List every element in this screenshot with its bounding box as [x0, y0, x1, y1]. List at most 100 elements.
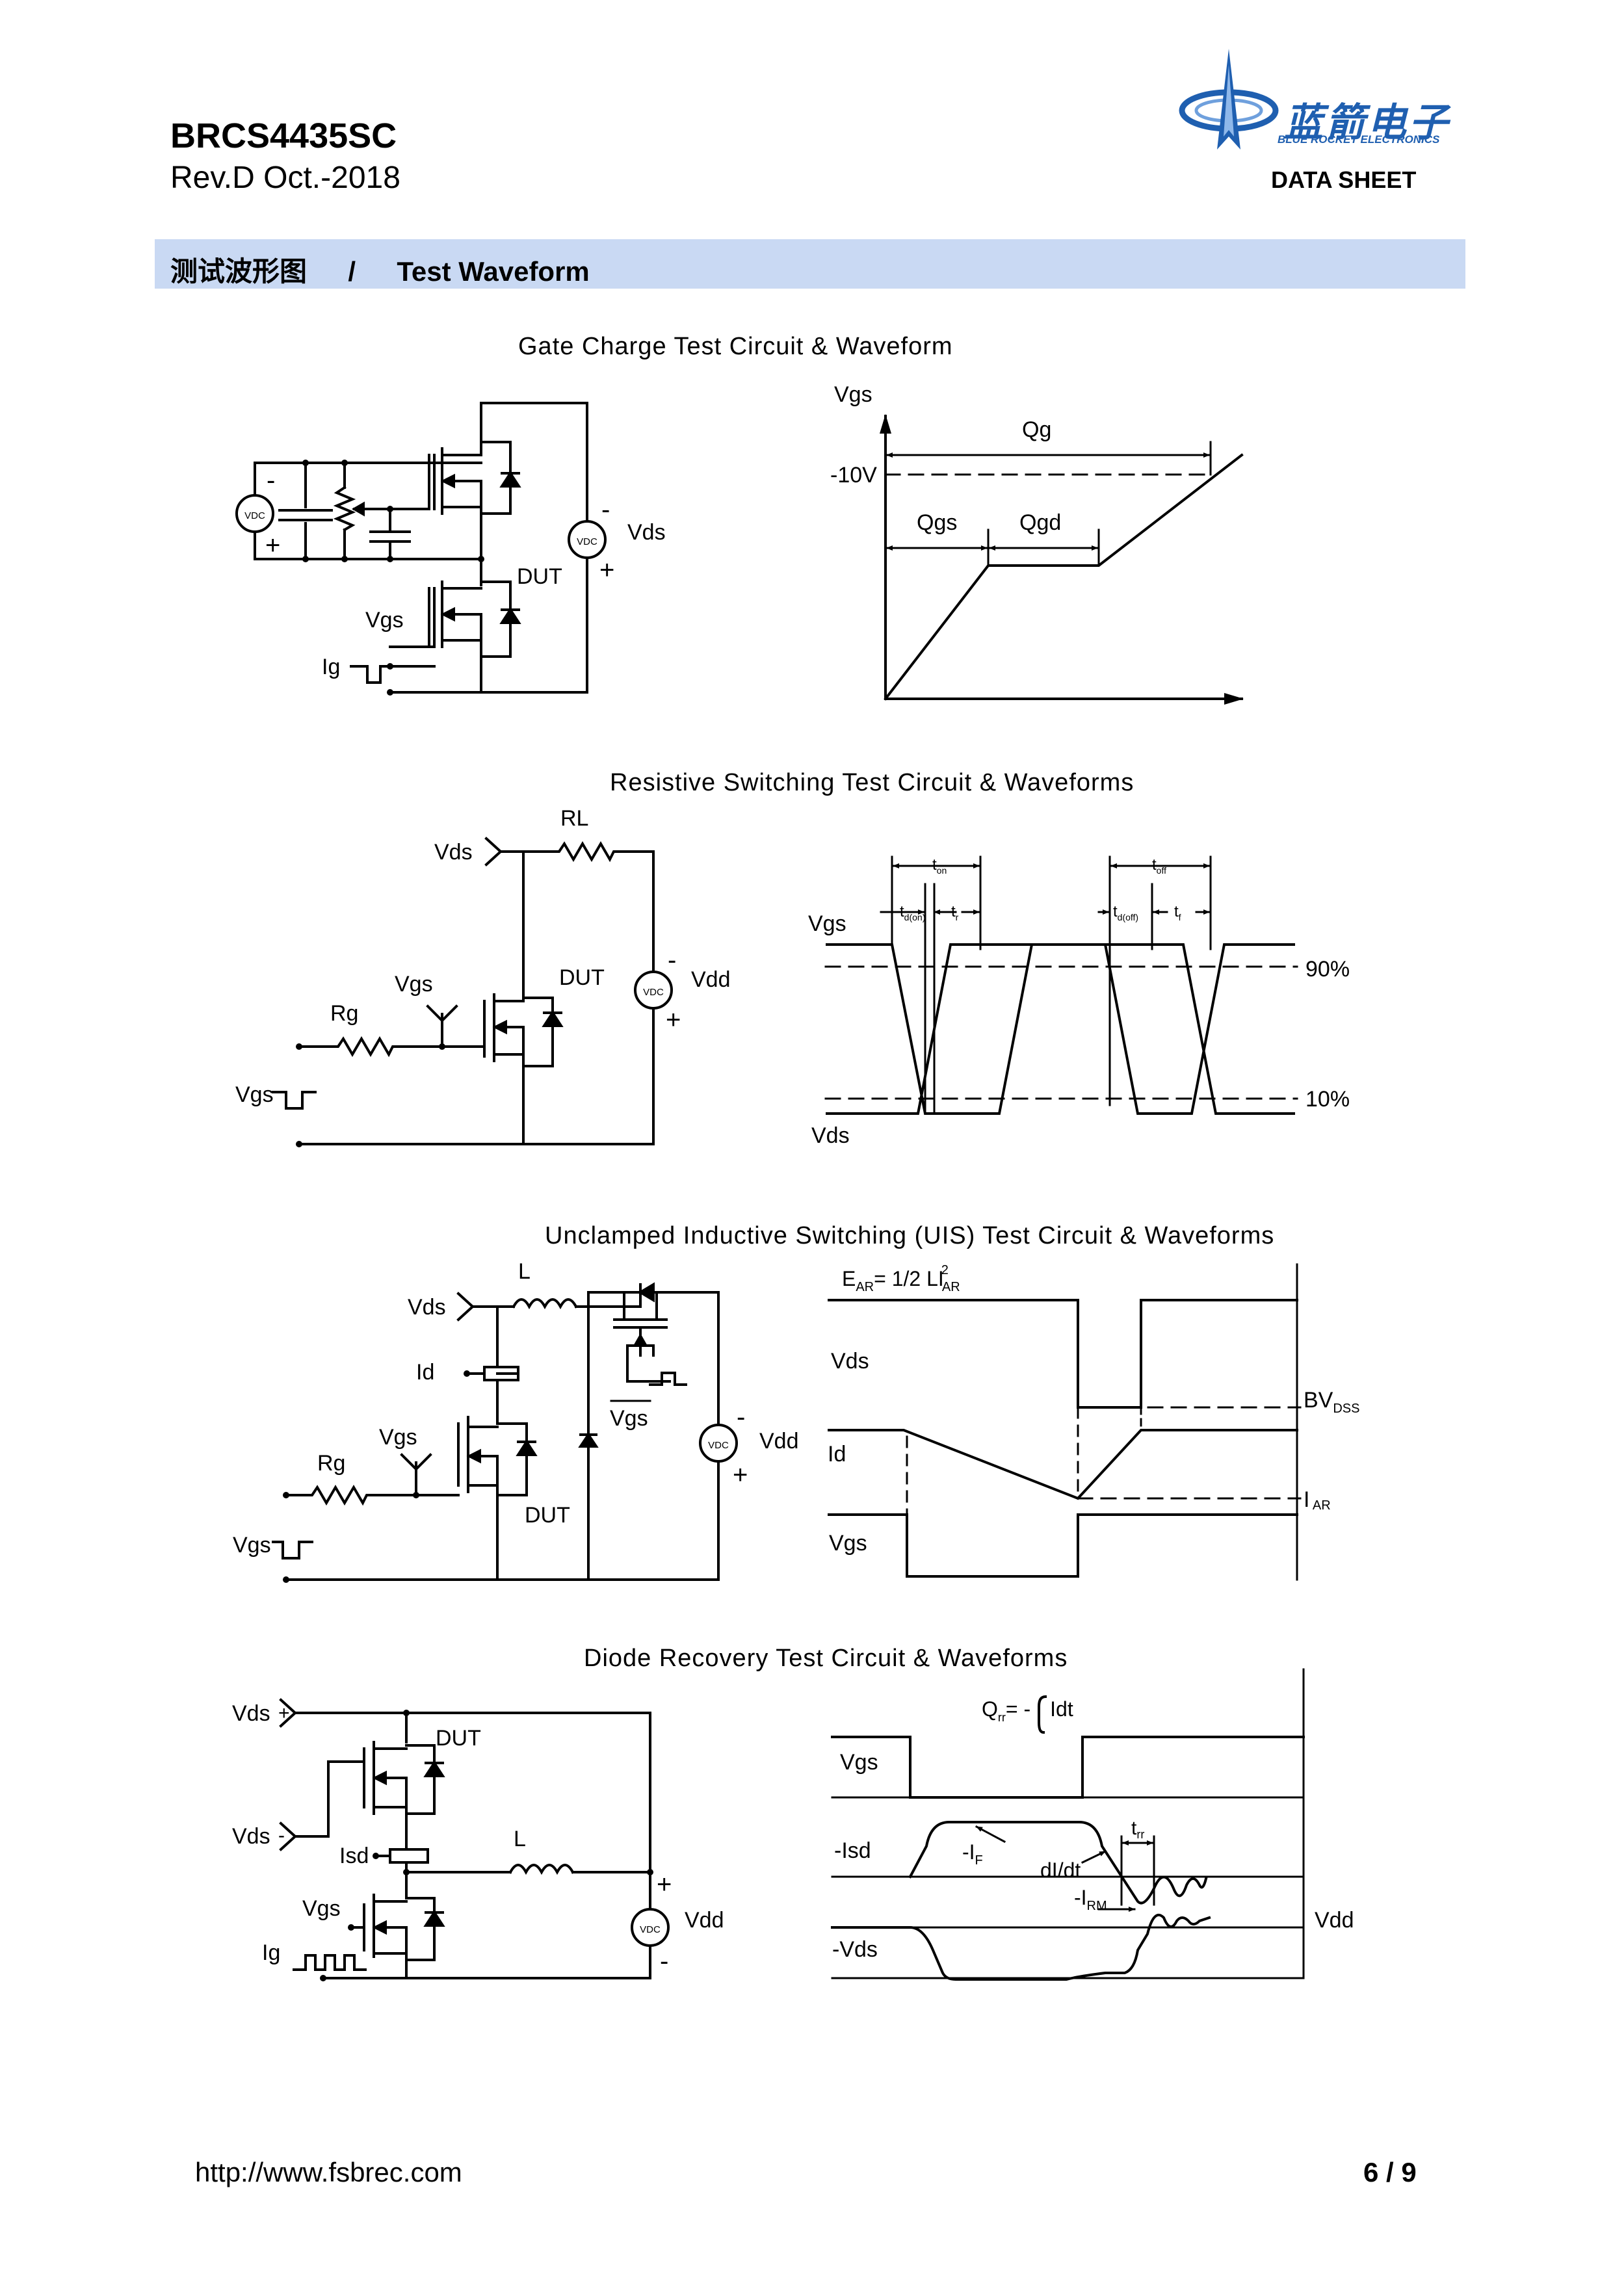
percent90-label: 90%: [1305, 957, 1350, 982]
qgd-label: Qgd: [1019, 510, 1061, 535]
plus-sign: +: [666, 1006, 681, 1034]
didt-label: dI/dt: [1040, 1859, 1081, 1882]
uis-waveform: [828, 1263, 1302, 1581]
minus-sign: -: [668, 946, 676, 974]
logo-chinese-name: 蓝箭电子: [1284, 101, 1450, 144]
minus-sign-2: -: [601, 495, 610, 524]
diode-waveform: [831, 1668, 1305, 1981]
minus-sign: -: [660, 1947, 668, 1976]
plus-sign-1: +: [265, 531, 280, 560]
diode-title: Diode Recovery Test Circuit & Waveforms: [584, 1645, 1068, 1672]
dut-label: DUT: [525, 1503, 570, 1528]
revision: Rev.D Oct.-2018: [170, 161, 400, 195]
tdon-label: td(on): [900, 903, 925, 922]
rg-label: Rg: [317, 1451, 345, 1476]
uis-circuit: [272, 1282, 738, 1583]
vds-label: Vds: [408, 1295, 446, 1320]
ig-label: Ig: [262, 1940, 280, 1965]
gate-charge-title: Gate Charge Test Circuit & Waveform: [518, 333, 953, 360]
blue-rocket-logo: [1179, 49, 1279, 150]
toff-label: toff: [1152, 856, 1166, 876]
tr-label: tr: [951, 903, 959, 922]
wf-vgs-label: Vgs: [834, 382, 872, 407]
vgs-pulse-label: Vgs: [610, 1406, 648, 1431]
percent10-label: 10%: [1305, 1087, 1350, 1112]
qg-label: Qg: [1022, 417, 1051, 442]
vds-label: Vds: [434, 840, 473, 865]
minus10v-label: -10V: [830, 463, 877, 488]
resistive-waveform-labels: Vgs Vds 90% 10% ton toff td(on) tr td(of…: [808, 856, 1350, 1148]
section-title: 测试波形图 / Test Waveform: [170, 250, 590, 289]
dut-label: DUT: [559, 965, 605, 990]
dut-label: DUT: [436, 1726, 481, 1751]
bvdss-label: BVDSS: [1304, 1388, 1359, 1416]
gate-charge-circuit: [235, 402, 607, 696]
vds-minus-sign: -: [278, 1825, 285, 1846]
wf-id-label: Id: [828, 1442, 846, 1467]
vds-plus-sign: +: [278, 1702, 290, 1724]
qgs-label: Qgs: [917, 510, 957, 535]
trr-label: trr: [1131, 1818, 1144, 1841]
uis-circuit-labels: Vds L Id Vgs VDC - + Vdd Vgs Rg DUT Vgs: [233, 1259, 799, 1558]
isd-label: Isd: [339, 1844, 369, 1868]
l-label: L: [518, 1259, 531, 1284]
iar-label: I AR: [1304, 1487, 1331, 1513]
vgs-label: Vgs: [365, 608, 404, 633]
vds-label: Vds: [627, 520, 666, 545]
data-sheet-label: DATA SHEET: [1271, 166, 1417, 193]
vgs-label: Vgs: [302, 1896, 341, 1921]
logo-english-name: BLUE ROCKET ELECTRONICS: [1278, 133, 1440, 146]
ton-label: ton: [932, 856, 947, 876]
wf-vgs-label: Vgs: [840, 1750, 878, 1775]
rl-label: RL: [560, 806, 588, 831]
minus-sign: -: [737, 1403, 745, 1431]
wf-isd-label: -Isd: [834, 1838, 871, 1863]
vdc-label: VDC: [643, 987, 664, 998]
plus-sign: +: [733, 1461, 748, 1489]
vdd-label: Vdd: [759, 1429, 799, 1454]
vdc-label: VDC: [640, 1924, 661, 1935]
diode-waveform-labels: Qrr= -Idt Vgs -Isd -Vds -IF dI/dt -IRM t…: [832, 1697, 1354, 1962]
qrr-formula: Qrr= -Idt: [982, 1697, 1073, 1724]
wf-vdd-label: Vdd: [1315, 1908, 1354, 1933]
wf-vds-label: -Vds: [832, 1937, 878, 1962]
plus-sign: +: [657, 1870, 672, 1899]
wf-vds-label: Vds: [831, 1349, 869, 1374]
irm-label: -IRM: [1074, 1886, 1107, 1913]
wf-vds-label: Vds: [811, 1123, 850, 1148]
diode-circuit-labels: Vds + DUT Vds - L Isd Vgs Ig VDC + - Vdd: [232, 1701, 724, 1976]
tf-label: tf: [1174, 903, 1181, 922]
l-label: L: [514, 1827, 526, 1851]
part-number: BRCS4435SC: [170, 116, 397, 155]
resistive-title: Resistive Switching Test Circuit & Wavef…: [610, 769, 1134, 796]
vgs-label: Vgs: [379, 1425, 417, 1450]
vdc-label-1: VDC: [244, 510, 265, 521]
rg-label: Rg: [330, 1001, 358, 1026]
tdoff-label: td(off): [1113, 903, 1138, 922]
section-separator: /: [348, 256, 356, 287]
ig-label: Ig: [322, 655, 340, 679]
uis-title: Unclamped Inductive Switching (UIS) Test…: [545, 1222, 1275, 1249]
vdd-label: Vdd: [691, 967, 731, 992]
footer-url-link[interactable]: http://www.fsbrec.com: [195, 2157, 462, 2187]
vds-minus-label: Vds: [232, 1824, 270, 1849]
resistive-circuit-labels: Vds RL DUT VDC - + Vdd Vgs Rg Vgs: [235, 806, 731, 1107]
plus-sign-2: +: [599, 556, 614, 584]
vds-plus-label: Vds: [232, 1701, 270, 1726]
section-band: [155, 239, 1465, 289]
minus-sign-1: -: [267, 466, 275, 495]
resistive-waveform: [824, 855, 1298, 1115]
gate-charge-circuit-labels: VDC - + VDC - + Vds DUT Vgs Ig: [244, 466, 665, 679]
if-label: -IF: [962, 1840, 983, 1868]
section-title-cn: 测试波形图: [170, 256, 308, 287]
gate-charge-waveform-labels: Vgs Qg -10V Qgs Qgd: [830, 382, 1061, 535]
id-label: Id: [416, 1360, 434, 1385]
page-number: 6 / 9: [1363, 2157, 1417, 2187]
wf-vgs-label: Vgs: [829, 1531, 867, 1556]
resistive-circuit: [272, 837, 673, 1147]
section-title-en: Test Waveform: [397, 256, 590, 287]
diode-circuit: [279, 1698, 670, 1981]
dut-label: DUT: [517, 564, 562, 589]
